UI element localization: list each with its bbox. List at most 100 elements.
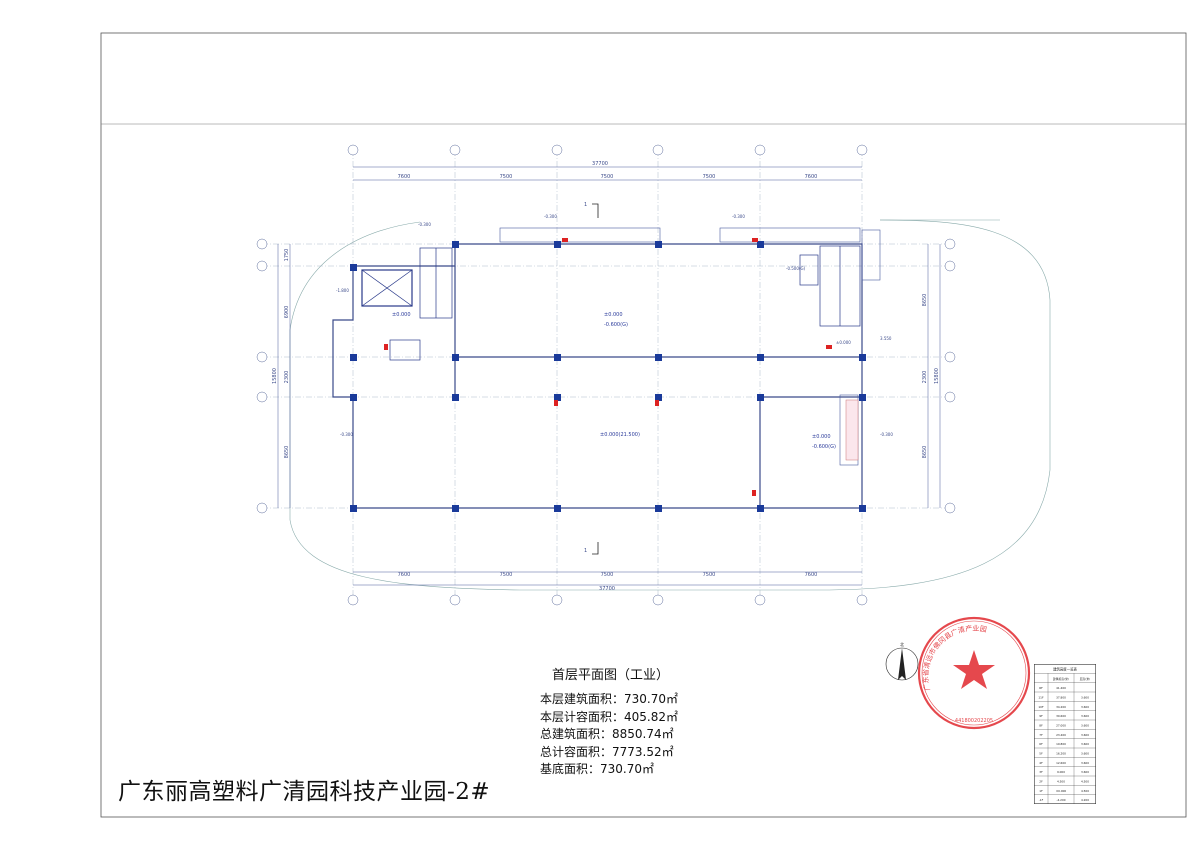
section-mark-bottom: 1 (584, 548, 587, 554)
dim-bay-bottom-4: 7500 (703, 572, 716, 578)
level-ramp: 3.550 (880, 336, 892, 341)
level-pit: -1.800 (336, 288, 349, 293)
area-plot-floor: 本层计容面积：405.82㎡ (540, 709, 679, 724)
dim-left-1: 1750 (284, 249, 290, 262)
height-table-cell: 3.600 (1081, 770, 1089, 774)
plan-title: 首层平面图（工业） (552, 668, 670, 683)
height-table-cell: 30.600 (1056, 714, 1066, 718)
level-main-lower: ±0.000(21.500) (600, 432, 640, 438)
plan-info: 首层平面图（工业） 本层建筑面积：730.70㎡ 本层计容面积：405.82㎡ … (540, 664, 740, 779)
height-table-cell: 6F (1039, 742, 1043, 746)
height-table-cell: 3.600 (1081, 696, 1089, 700)
height-table-cell: 8F (1039, 724, 1043, 728)
area-building-total: 总建筑面积：8850.74㎡ (540, 727, 674, 742)
level-outside-right: -0.300 (880, 432, 893, 437)
level-right-side: ±0.000 (836, 340, 851, 345)
dim-left-total: 15800 (272, 368, 278, 384)
height-table-cell: 11F (1038, 696, 1044, 700)
height-table-cell: -4.200 (1056, 798, 1065, 802)
dim-left-3: 2300 (284, 371, 290, 384)
height-table-cell: 3.600 (1081, 752, 1089, 756)
height-table-cell: 3.600 (1081, 705, 1089, 709)
height-table-cell: 10F (1038, 705, 1044, 709)
north-arrow (885, 647, 919, 681)
area-plot-total: 总计容面积：7773.52㎡ (540, 744, 674, 759)
height-table-cell: 41.400 (1056, 686, 1066, 690)
dim-bay-bottom-5: 7600 (805, 572, 818, 578)
height-table-cell: 3.600 (1081, 714, 1089, 718)
company-seal: 广东省清远市佛冈县广清产业园 441800202205 (917, 616, 1031, 730)
height-table-cell: 3F (1039, 770, 1043, 774)
level-outside-top-mid: -0.300 (544, 214, 557, 219)
level-outside-top-left: -0.300 (418, 222, 431, 227)
height-table-cell: 27.000 (1056, 724, 1066, 728)
height-table-cell: 3.600 (1081, 761, 1089, 765)
dim-right-2: 2300 (922, 371, 928, 384)
dim-left-4: 8650 (284, 446, 290, 459)
grid-vertical (352, 150, 863, 600)
dim-right-1: 8650 (922, 294, 928, 307)
site-boundary (289, 219, 1051, 591)
dim-bay-bottom-1: 7600 (398, 572, 411, 578)
level-step: -0.500(G) (786, 266, 806, 271)
area-building-floor: 本层建筑面积：730.70㎡ (540, 692, 679, 706)
grid-bubbles-bottom (347, 594, 868, 606)
grid-bubbles-right (944, 238, 956, 514)
height-table-frame (1034, 664, 1096, 804)
height-table-cell: RF (1039, 686, 1043, 690)
dim-bay-bottom-3: 7500 (601, 572, 614, 578)
height-table-cell: 12.600 (1056, 761, 1066, 765)
height-table-title: 建筑高度一览表 (1053, 667, 1077, 672)
height-table-cell: 2F (1039, 780, 1043, 784)
height-table-cell: 23.400 (1056, 733, 1066, 737)
dim-bay-top-2: 7500 (500, 174, 513, 180)
dim-lines-top (277, 166, 941, 586)
height-table-cell: 4.500 (1057, 780, 1065, 784)
height-table-cell: 5F (1039, 752, 1043, 756)
dim-overall-top: 37700 (592, 161, 608, 167)
dim-right-total: 15800 (934, 368, 940, 384)
dim-bay-top-4: 7500 (703, 174, 716, 180)
level-outside-top-right: -0.300 (732, 214, 745, 219)
height-table-cell: 16.200 (1056, 752, 1066, 756)
level-right-room-sub: -0.600(G) (812, 444, 836, 450)
sheet-border (100, 32, 1187, 818)
dim-left-2: 6900 (284, 306, 290, 319)
grid-bubbles-left (256, 238, 268, 514)
height-table-cell: 1F (1039, 789, 1043, 793)
height-table-cell: 7F (1039, 733, 1043, 737)
level-right-room: ±0.000 (812, 434, 831, 440)
height-table-cell: ±0.000 (1056, 789, 1067, 793)
height-table-cell: 9F (1039, 714, 1043, 718)
level-outside-left: -0.300 (340, 432, 353, 437)
height-table-cell: 4.500 (1081, 789, 1089, 793)
north-label: 北 (900, 641, 904, 647)
section-line-top (592, 203, 599, 218)
dim-bay-top-3: 7500 (601, 174, 614, 180)
height-table-cell: 19.800 (1056, 742, 1066, 746)
seal-code: 441800202205 (955, 718, 993, 724)
dim-overall-bottom: 37700 (599, 586, 615, 592)
dim-bay-bottom-2: 7500 (500, 572, 513, 578)
section-line-bottom (592, 542, 599, 555)
height-table-cell: 34.200 (1056, 705, 1066, 709)
level-main-upper: ±0.000 (604, 312, 623, 318)
level-left-room: ±0.000 (392, 312, 411, 318)
height-table-cell: -1F (1039, 798, 1044, 802)
height-table-cell: 4.500 (1081, 780, 1089, 784)
area-base: 基底面积：730.70㎡ (540, 762, 655, 777)
height-table-header: 层高(米) (1080, 677, 1091, 681)
fire-hydrant-marks (384, 238, 832, 496)
dim-right-3: 8650 (922, 446, 928, 459)
height-table-cell: 37.800 (1056, 696, 1066, 700)
height-table-cell: 9.000 (1057, 770, 1065, 774)
height-table-header: 建筑标高(米) (1053, 677, 1069, 681)
height-table-cell: 4.200 (1081, 798, 1089, 802)
height-table-cell: 3.600 (1081, 733, 1089, 737)
dim-bay-top-5: 7600 (805, 174, 818, 180)
project-title: 广东丽高塑料广清园科技产业园-2# (118, 779, 491, 805)
height-table-cell: 4F (1039, 761, 1043, 765)
columns (350, 241, 866, 512)
grid-bubbles-top (347, 144, 868, 156)
